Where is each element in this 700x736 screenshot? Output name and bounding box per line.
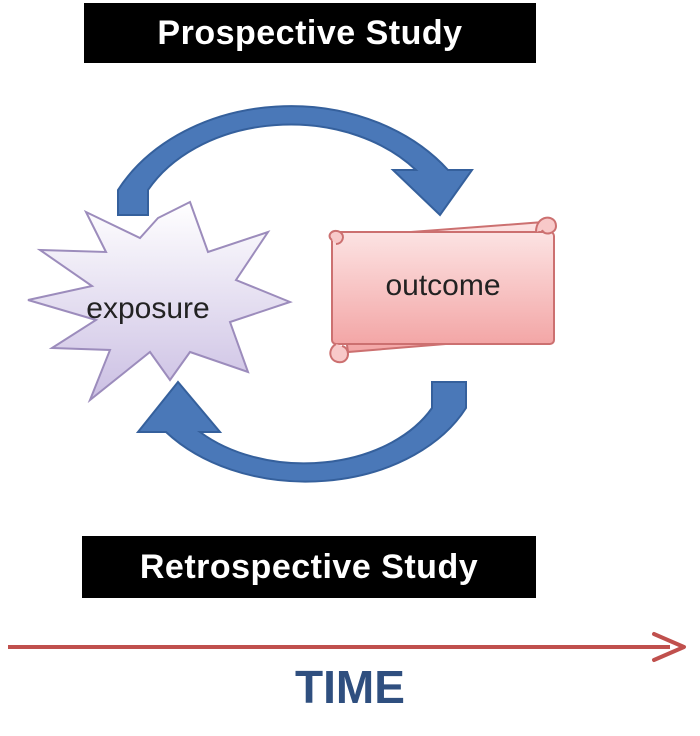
exposure-burst-icon xyxy=(27,200,293,404)
outcome-scroll-icon xyxy=(328,216,558,364)
time-arrow-icon xyxy=(8,632,686,662)
retrospective-study-label: Retrospective Study xyxy=(139,547,479,586)
prospective-study-label: Prospective Study xyxy=(157,13,463,52)
retrospective-study-banner: Retrospective Study xyxy=(82,536,536,598)
outcome-label: outcome xyxy=(385,269,500,302)
prospective-arrow-icon xyxy=(117,105,474,217)
prospective-study-banner: Prospective Study xyxy=(84,3,536,63)
retrospective-arrow-icon xyxy=(135,380,467,483)
exposure-label: exposure xyxy=(86,292,209,325)
time-label: TIME xyxy=(295,661,405,713)
